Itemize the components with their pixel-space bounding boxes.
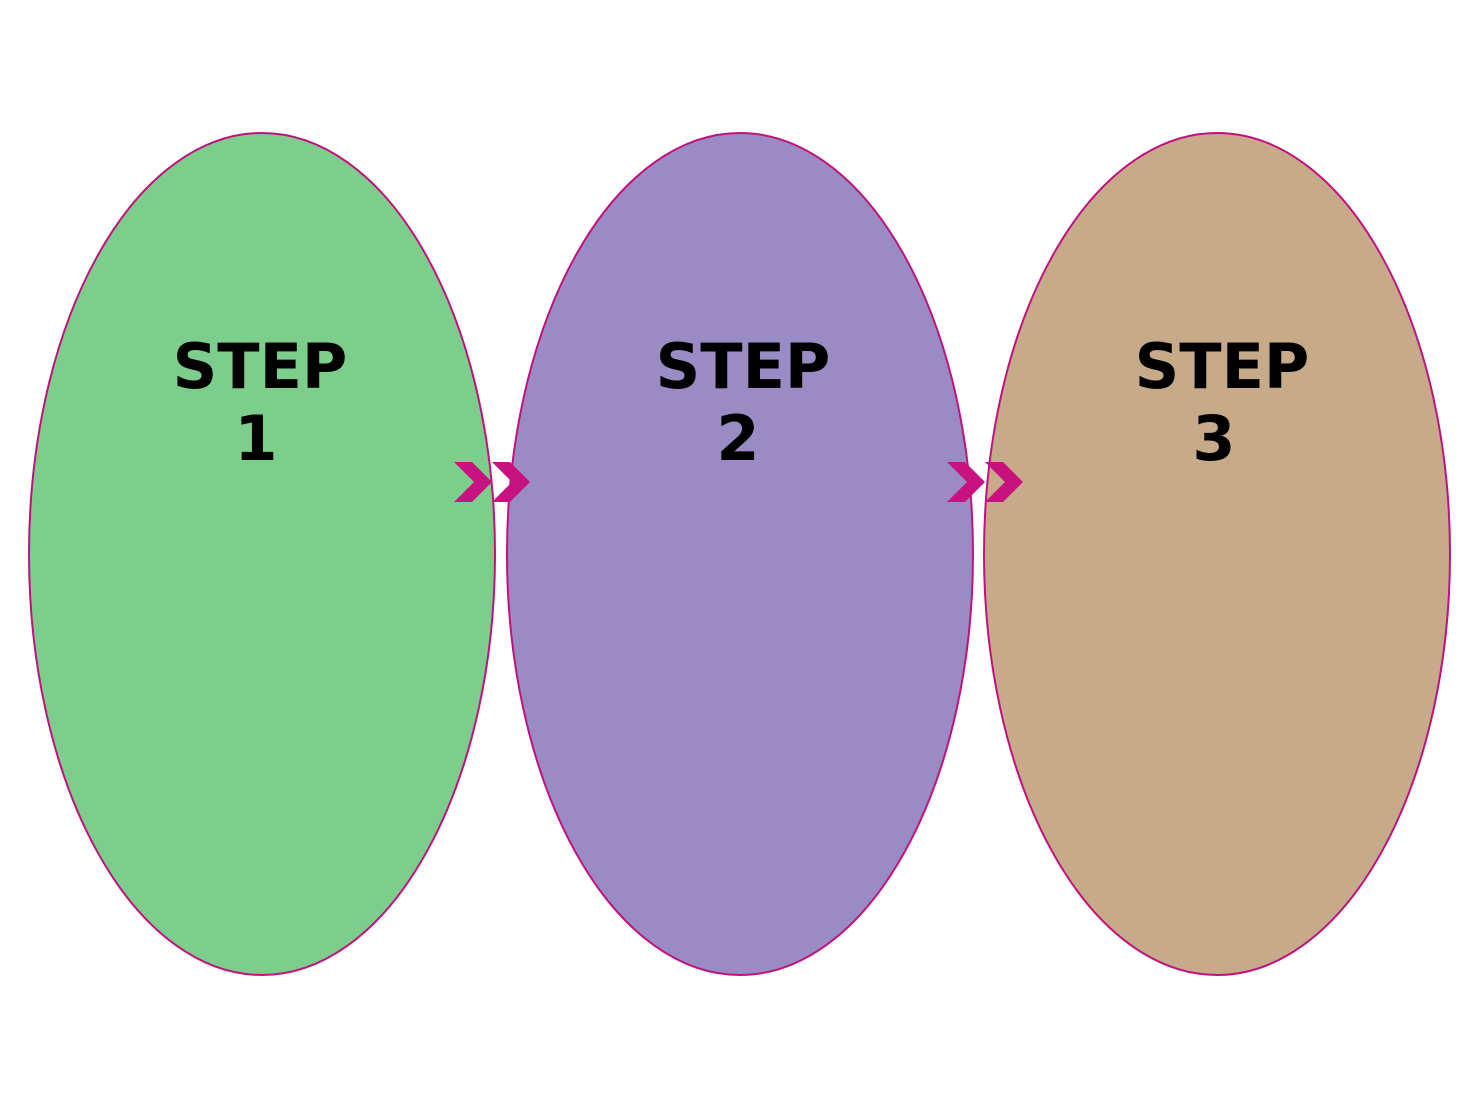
chevron-right-icon (454, 462, 492, 502)
connector-2-3 (947, 462, 1023, 502)
step-1-label-line2: 1 (234, 402, 277, 475)
step-1-label-line1: STEP (173, 330, 348, 403)
step-2-label-line2: 2 (716, 402, 759, 475)
step-1: STEP 1 (28, 132, 496, 976)
step-2: STEP 2 (506, 132, 974, 976)
step-2-label-line1: STEP (656, 330, 831, 403)
step-3: STEP 3 (983, 132, 1451, 976)
step-2-ellipse (506, 132, 974, 976)
double-chevron-right-icon (947, 462, 1023, 502)
chevron-right-icon (492, 462, 530, 502)
step-3-label-line1: STEP (1135, 330, 1310, 403)
step-1-ellipse (28, 132, 496, 976)
step-3-ellipse (983, 132, 1451, 976)
double-chevron-right-icon (454, 462, 530, 502)
chevron-right-icon (947, 462, 985, 502)
chevron-right-icon (985, 462, 1023, 502)
connector-1-2 (454, 462, 530, 502)
step-3-label-line2: 3 (1192, 402, 1235, 475)
